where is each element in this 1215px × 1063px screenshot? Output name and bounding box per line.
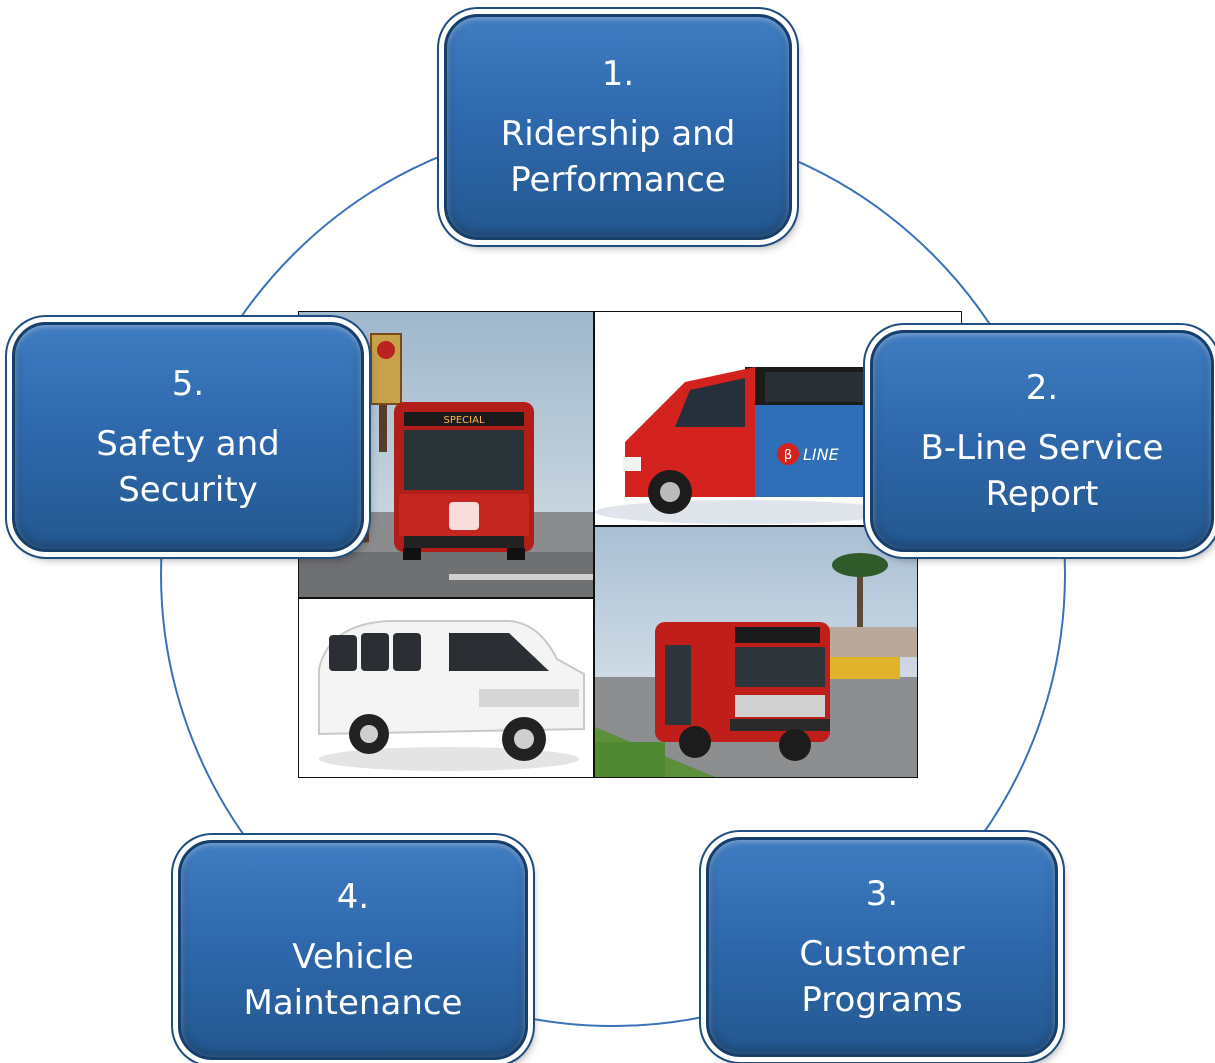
node-b-line-service-report: 2. B-Line Service Report	[870, 330, 1214, 552]
node-label-line1: B-Line Service	[920, 428, 1164, 468]
node-ridership-performance: 1. Ridership and Performance	[444, 14, 792, 240]
node-label-line2: Maintenance	[243, 983, 463, 1023]
node-label-line2: Programs	[801, 980, 963, 1020]
node-vehicle-maintenance: 4. Vehicle Maintenance	[178, 840, 528, 1060]
svg-text:β: β	[784, 448, 792, 463]
node-number: 2.	[1025, 368, 1059, 408]
node-number: 4.	[336, 877, 370, 917]
node-label-line1: Vehicle	[292, 937, 414, 977]
node-customer-programs: 3. Customer Programs	[706, 837, 1058, 1057]
photo-white-van	[298, 598, 594, 778]
bus-destination-sign: SPECIAL	[443, 415, 484, 426]
node-safety-security: 5. Safety and Security	[12, 322, 364, 552]
node-label-line2: Security	[118, 470, 258, 510]
node-label-line1: Safety and	[96, 424, 280, 464]
node-label-line1: Customer	[799, 934, 965, 974]
shuttle-logo-text: LINE	[803, 445, 840, 464]
node-number: 5.	[171, 364, 205, 404]
photo-red-minibus	[594, 526, 918, 778]
node-label-line2: Performance	[510, 160, 726, 200]
node-label-line2: Report	[985, 474, 1099, 514]
node-number: 3.	[865, 874, 899, 914]
node-number: 1.	[601, 54, 635, 94]
node-label-line1: Ridership and	[500, 114, 736, 154]
